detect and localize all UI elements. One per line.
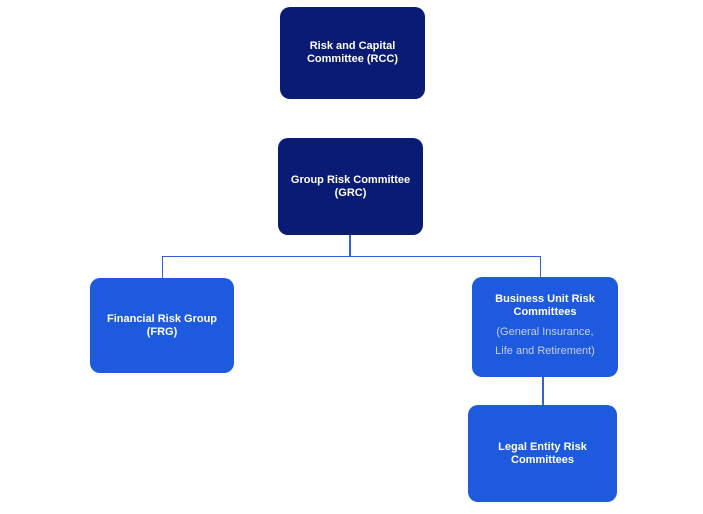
node-rcc: Risk and Capital Committee (RCC) xyxy=(280,7,425,99)
connector-grc-stub xyxy=(349,235,351,256)
connector-horizontal-bar xyxy=(161,255,541,257)
node-legal-entity: Legal Entity Risk Committees xyxy=(468,405,617,502)
node-business-unit: Business Unit Risk Committees (General I… xyxy=(472,277,618,377)
node-title-line: Legal Entity Risk xyxy=(498,440,587,453)
connector-drop-frg xyxy=(161,256,163,278)
connector-drop-bu xyxy=(539,256,541,277)
node-title-line: Committee (RCC) xyxy=(306,53,399,65)
node-grc: Group Risk Committee (GRC) xyxy=(278,138,423,235)
node-title-line: (GRC) xyxy=(334,186,367,199)
node-title-line: Group Risk Committee xyxy=(290,173,411,186)
node-subtitle-block: (General Insurance, Life and Retirement) xyxy=(495,323,595,361)
node-title-line: Committees xyxy=(511,453,574,466)
node-subtitle-line: (General Insurance, xyxy=(496,326,594,338)
node-title-line: Committees xyxy=(513,306,577,318)
node-title-line: Financial Risk Group xyxy=(106,312,218,325)
node-title-line: (FRG) xyxy=(146,325,178,338)
node-subtitle-line: Life and Retirement) xyxy=(495,345,595,357)
connector-bu-legal xyxy=(542,377,544,405)
node-title-line: Risk and Capital xyxy=(309,40,396,52)
node-frg: Financial Risk Group (FRG) xyxy=(90,278,234,373)
node-title-line: Business Unit Risk xyxy=(495,293,595,305)
